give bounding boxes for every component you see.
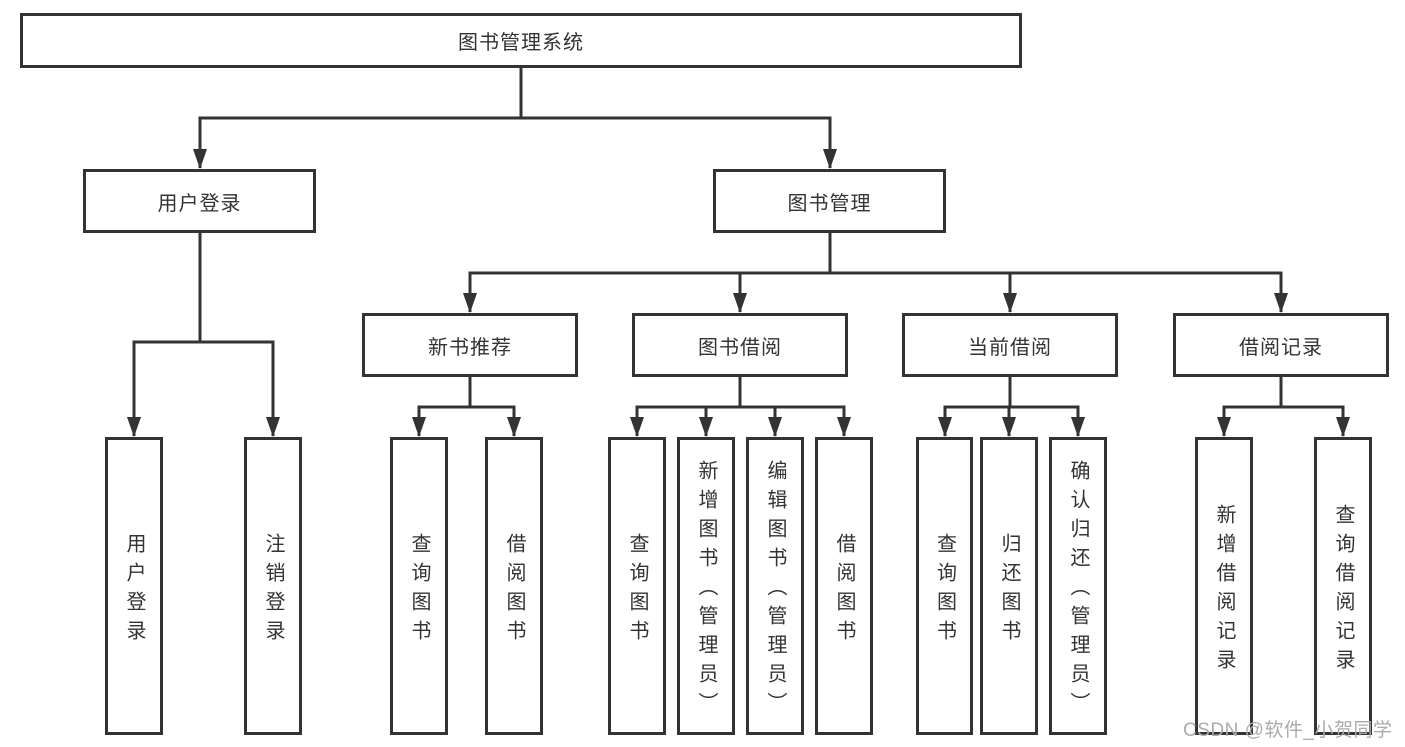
leaf-query-books-recommend: 查询图书	[390, 437, 448, 735]
leaf-borrow-books-recommend: 借阅图书	[485, 437, 543, 735]
leaf-label: 查询借阅记录	[1332, 503, 1354, 678]
leaf-label: 注销登录	[262, 532, 284, 649]
leaf-logout: 注销登录	[244, 437, 302, 735]
node-user-login: 用户登录	[83, 169, 316, 233]
node-book-borrowing: 图书借阅	[632, 313, 848, 377]
leaf-label: 查询图书	[408, 532, 430, 649]
leaf-label: 借阅图书	[503, 532, 525, 649]
node-borrowing-records: 借阅记录	[1173, 313, 1389, 377]
leaf-user-login: 用户登录	[105, 437, 163, 735]
leaf-label: 借阅图书	[833, 532, 855, 649]
leaf-query-borrow-record: 查询借阅记录	[1314, 437, 1372, 735]
node-library-system: 图书管理系统	[20, 13, 1022, 68]
watermark-csdn: CSDN @软件_小贺同学	[1183, 720, 1393, 741]
leaf-label: 确认归还（管理员）	[1067, 460, 1089, 721]
leaf-label: 归还图书	[998, 532, 1020, 649]
leaf-label: 查询图书	[933, 532, 956, 649]
leaf-add-borrow-record: 新增借阅记录	[1195, 437, 1253, 735]
leaf-label: 新增借阅记录	[1213, 503, 1235, 678]
leaf-label: 编辑图书（管理员）	[764, 460, 786, 721]
leaf-label: 查询图书	[626, 532, 648, 649]
leaf-label: 用户登录	[123, 532, 145, 649]
leaf-label: 新增图书（管理员）	[695, 460, 717, 721]
leaf-return-books: 归还图书	[980, 437, 1038, 735]
leaf-query-books-current: 查询图书	[916, 437, 973, 735]
leaf-confirm-return-admin: 确认归还（管理员）	[1049, 437, 1107, 735]
node-book-management: 图书管理	[713, 169, 946, 233]
leaf-edit-book-admin: 编辑图书（管理员）	[746, 437, 804, 735]
leaf-add-book-admin: 新增图书（管理员）	[677, 437, 735, 735]
leaf-borrow-books-borrowing: 借阅图书	[815, 437, 873, 735]
node-new-book-recommendation: 新书推荐	[362, 313, 578, 377]
node-current-borrowing: 当前借阅	[902, 313, 1118, 377]
leaf-query-books-borrowing: 查询图书	[608, 437, 666, 735]
